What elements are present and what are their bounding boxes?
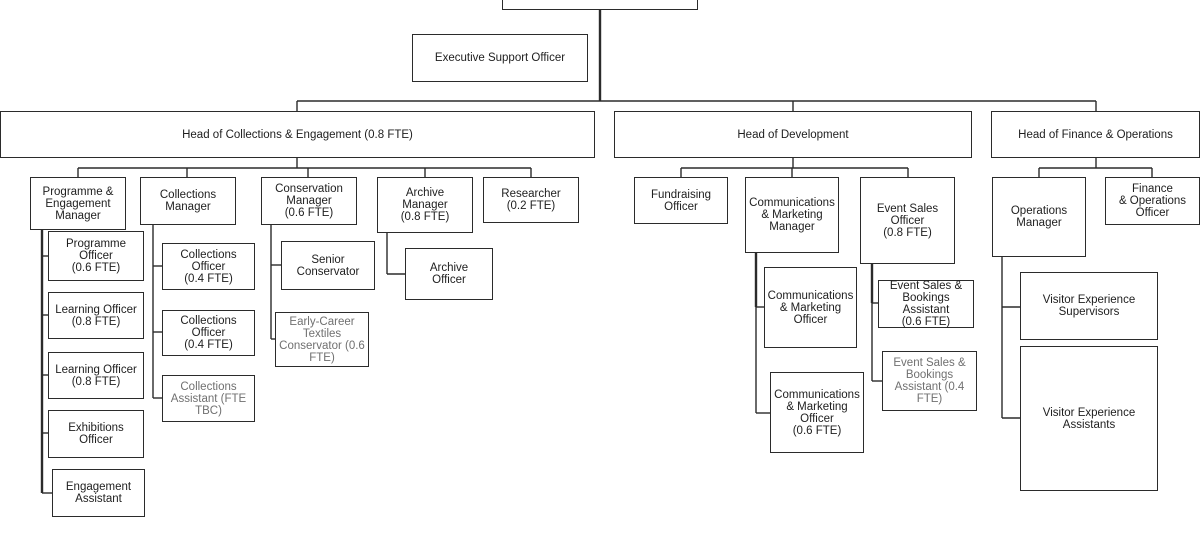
event-sales-assistant-box-2: Event Sales & Bookings Assistant (0.4 FT… (882, 351, 977, 411)
learning-officer-box: Learning Officer (0.8 FTE) (48, 292, 144, 339)
archive-manager-box: Archive Manager (0.8 FTE) (377, 177, 473, 233)
operations-manager-box: Operations Manager (992, 177, 1086, 257)
executive-support-officer-box: Executive Support Officer (412, 34, 588, 82)
comms-marketing-officer-box: Communications & Marketing Officer (764, 267, 857, 348)
head-finance-operations-box: Head of Finance & Operations (991, 111, 1200, 158)
collections-manager-box: Collections Manager (140, 177, 236, 225)
top-box (502, 0, 698, 10)
early-career-conservator-box: Early-Career Textiles Conservator (0.6 F… (275, 312, 369, 367)
event-sales-assistant-box: Event Sales & Bookings Assistant (0.6 FT… (878, 280, 974, 328)
comms-marketing-officer-pt-box: Communications & Marketing Officer (0.6 … (770, 372, 864, 453)
visitor-experience-assistants-box: Visitor Experience Assistants (1020, 346, 1158, 491)
researcher-box: Researcher (0.2 FTE) (483, 177, 579, 223)
conservation-manager-box: Conservation Manager (0.6 FTE) (261, 177, 357, 225)
programme-engagement-manager-box: Programme & Engagement Manager (30, 177, 126, 230)
collections-officer-box-2: Collections Officer (0.4 FTE) (162, 310, 255, 356)
programme-officer-box: Programme Officer (0.6 FTE) (48, 231, 144, 281)
engagement-assistant-box: Engagement Assistant (52, 469, 145, 517)
comms-marketing-manager-box: Communications & Marketing Manager (745, 177, 839, 253)
collections-assistant-box: Collections Assistant (FTE TBC) (162, 375, 255, 422)
event-sales-officer-box: Event Sales Officer (0.8 FTE) (860, 177, 955, 264)
head-development-box: Head of Development (614, 111, 972, 158)
collections-officer-box: Collections Officer (0.4 FTE) (162, 243, 255, 290)
exhibitions-officer-box: Exhibitions Officer (48, 410, 144, 458)
visitor-experience-supervisors-box: Visitor Experience Supervisors (1020, 272, 1158, 340)
learning-officer-box-2: Learning Officer (0.8 FTE) (48, 352, 144, 399)
finance-operations-officer-box: Finance & Operations Officer (1105, 177, 1200, 225)
head-collections-engagement-box: Head of Collections & Engagement (0.8 FT… (0, 111, 595, 158)
archive-officer-box: Archive Officer (405, 248, 493, 300)
fundraising-officer-box: Fundraising Officer (634, 177, 728, 224)
senior-conservator-box: Senior Conservator (281, 241, 375, 290)
